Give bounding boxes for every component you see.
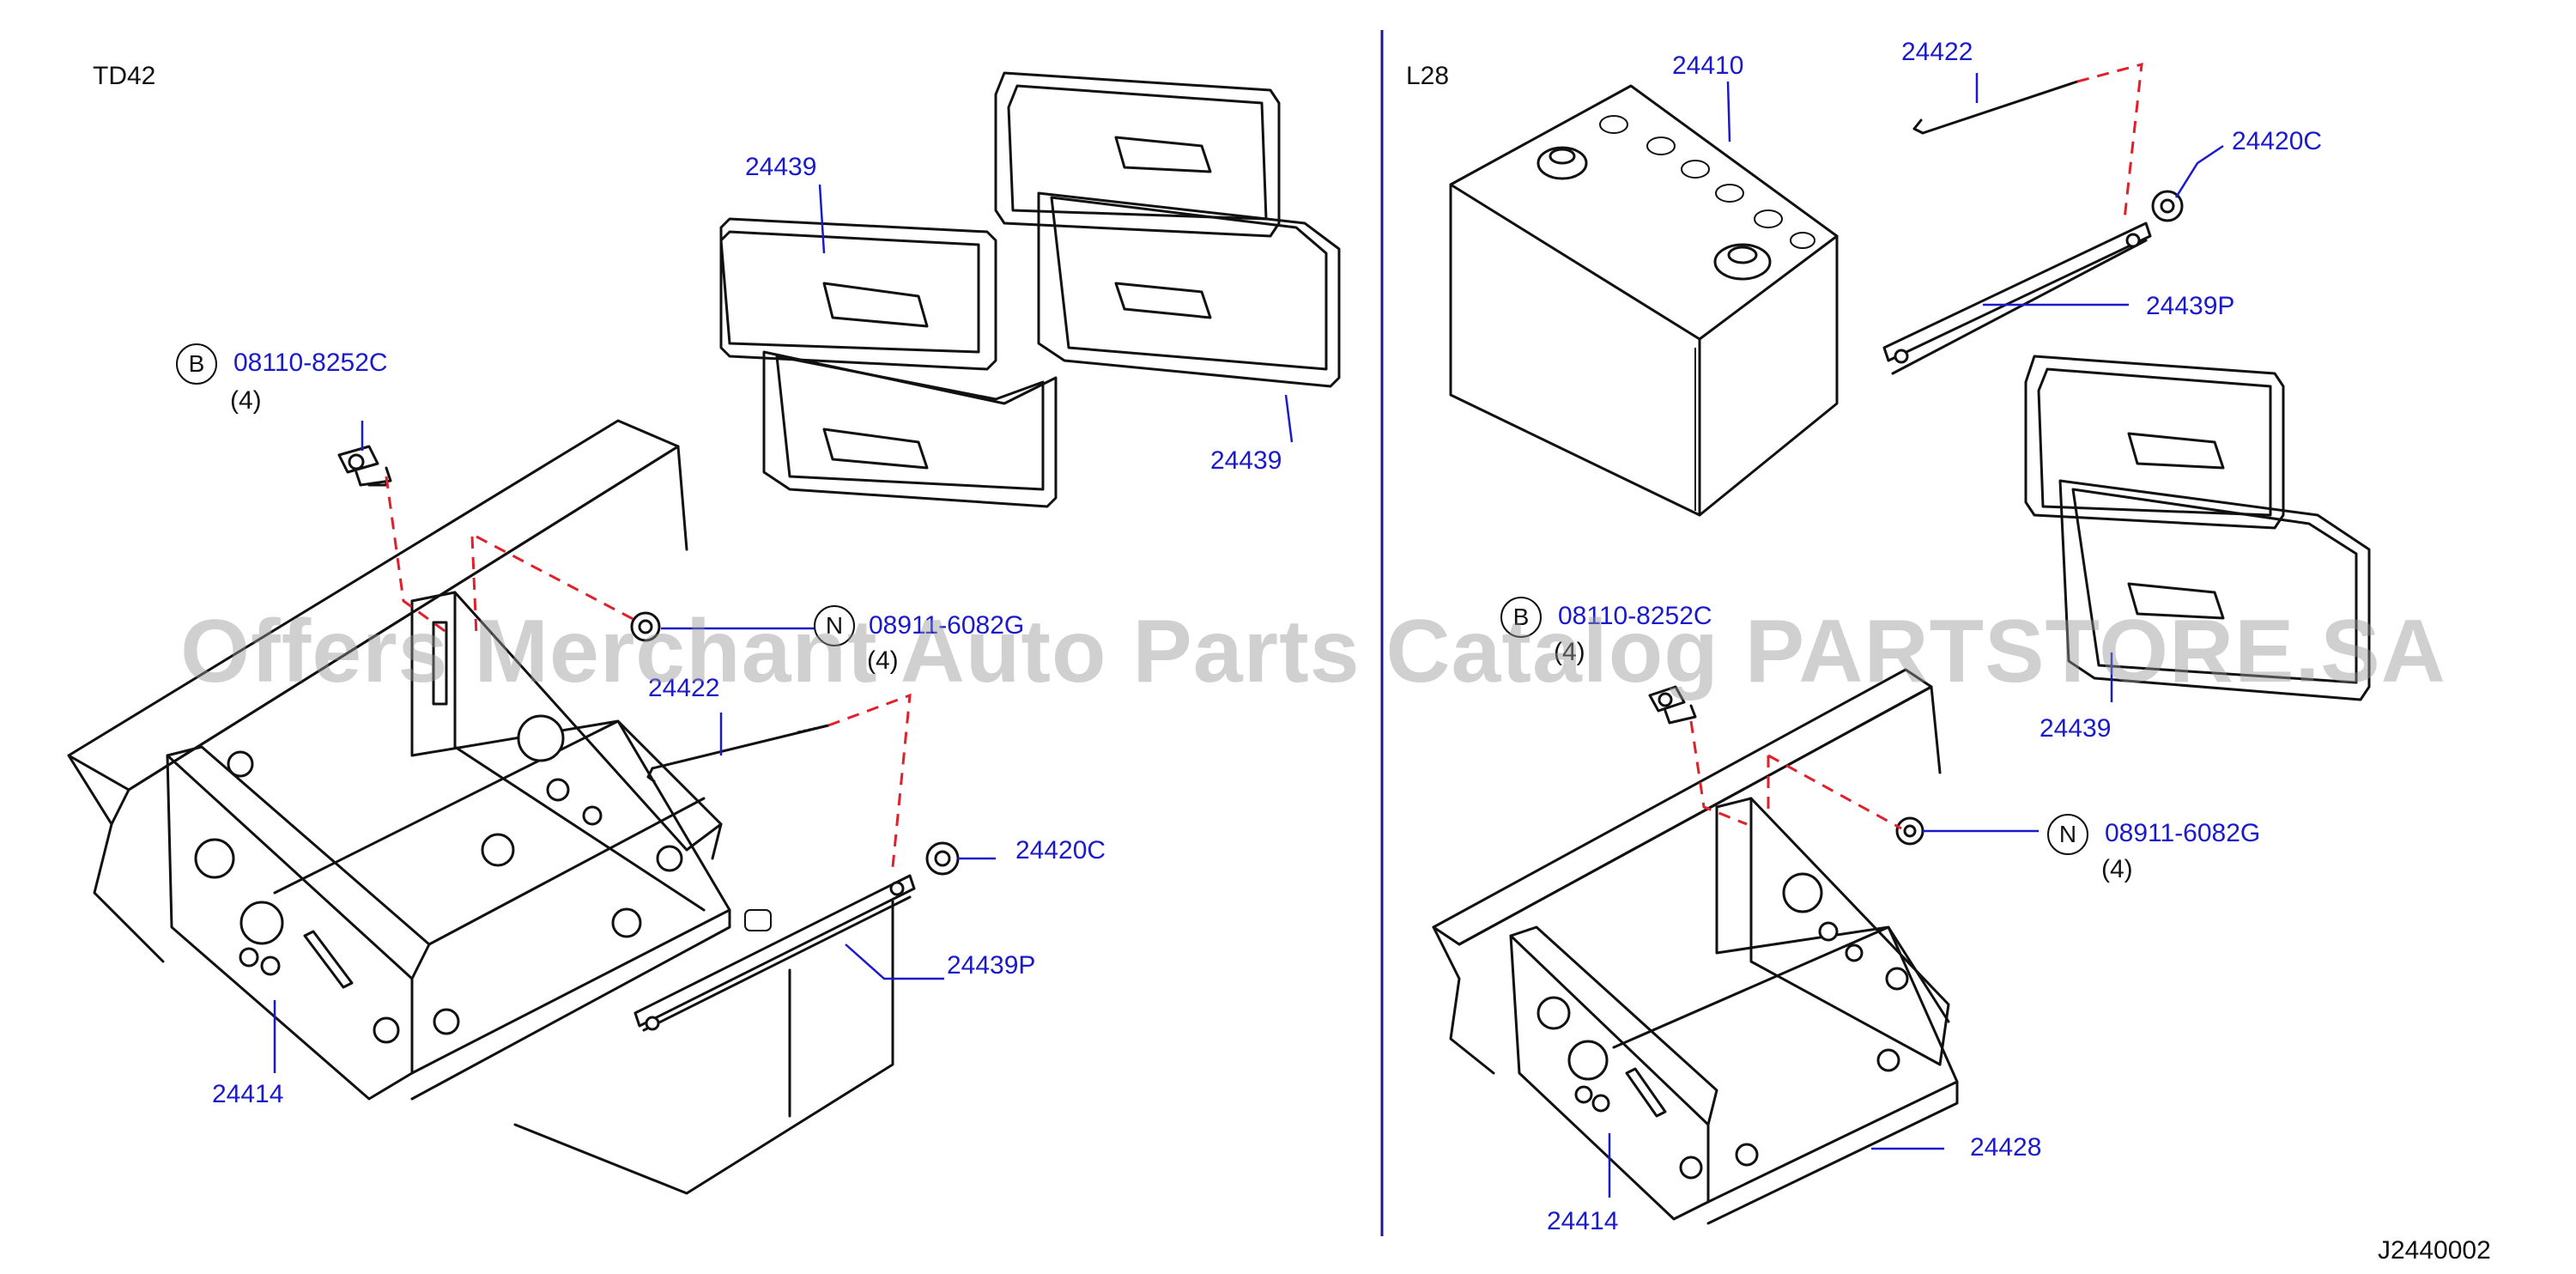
part-number-bolt-left[interactable]: 08110-8252C <box>233 349 388 377</box>
watermark: Offers Merchant Auto Parts Catalog PARTS… <box>180 602 2446 701</box>
part-number-24414-right[interactable]: 24414 <box>1547 1207 1619 1235</box>
circle-n-right: N <box>2047 814 2088 855</box>
bolt-icon-right <box>1648 685 1697 725</box>
nut-24420c-icon-right <box>2151 190 2184 222</box>
dashed-bolt-line-left <box>385 476 452 637</box>
clamp-frame-left-front <box>719 217 1058 508</box>
circle-b-right: B <box>1500 597 1542 638</box>
variant-label-l28: L28 <box>1406 62 1450 90</box>
part-number-24439-b[interactable]: 24439 <box>1210 446 1282 475</box>
clamp-frame-left-back <box>994 71 1341 388</box>
bracket-24414-right <box>1509 797 1950 1221</box>
rod-icon-left <box>646 724 830 783</box>
part-number-24420c-left[interactable]: 24420C <box>1015 836 1106 864</box>
part-number-nut-right[interactable]: 08911-6082G <box>2105 819 2261 847</box>
part-number-24414-left[interactable]: 24414 <box>212 1080 284 1108</box>
part-number-24439p-right[interactable]: 24439P <box>2146 292 2235 320</box>
part-number-24439-right[interactable]: 24439 <box>2040 714 2112 743</box>
rod-icon-right <box>1912 80 2079 135</box>
plate-24439p-icon-left <box>633 874 916 1032</box>
nut-icon-left <box>630 611 661 642</box>
part-number-bolt-right[interactable]: 08110-8252C <box>1558 602 1712 630</box>
plate-24439p-icon-right <box>1882 221 2152 375</box>
nut-qty-left: (4) <box>867 646 899 675</box>
variant-label-td42: TD42 <box>93 62 156 90</box>
part-number-24439p-left[interactable]: 24439P <box>947 951 1036 980</box>
bolt-qty-right: (4) <box>1554 638 1585 666</box>
part-number-24410[interactable]: 24410 <box>1672 52 1744 80</box>
part-number-24439-a[interactable]: 24439 <box>745 153 817 181</box>
part-number-24420c-right[interactable]: 24420C <box>2232 127 2323 155</box>
bolt-icon-left <box>337 445 392 487</box>
nut-icon-right <box>1895 816 1924 846</box>
dashed-nut-line-left <box>470 535 640 636</box>
circle-b-left: B <box>176 343 217 385</box>
circle-n-left: N <box>814 605 855 646</box>
tray-24428 <box>1612 925 1959 1225</box>
dashed-bolt-line-right <box>1689 720 1748 826</box>
frame-rail-left <box>67 419 688 963</box>
bracket-24414-left <box>166 591 731 1101</box>
part-number-24428[interactable]: 24428 <box>1970 1133 2042 1162</box>
nut-qty-right: (4) <box>2101 855 2133 883</box>
diagram-id: J2440002 <box>2378 1236 2491 1265</box>
dashed-nut-line-right <box>1767 754 1902 830</box>
dashed-rod-line-left <box>827 693 912 868</box>
part-number-nut-left[interactable]: 08911-6082G <box>869 611 1025 640</box>
battery-24410 <box>1449 84 1839 517</box>
part-number-24422-right[interactable]: 24422 <box>1901 38 1973 66</box>
clamp-frame-right <box>2024 355 2371 701</box>
battery-left-body <box>513 900 894 1195</box>
frame-rail-right <box>1432 668 1942 1075</box>
bolt-qty-left: (4) <box>230 386 262 415</box>
nut-24420c-icon-left <box>925 841 960 876</box>
dashed-rod-line-right <box>2076 62 2143 220</box>
part-number-24422-left[interactable]: 24422 <box>648 674 720 702</box>
